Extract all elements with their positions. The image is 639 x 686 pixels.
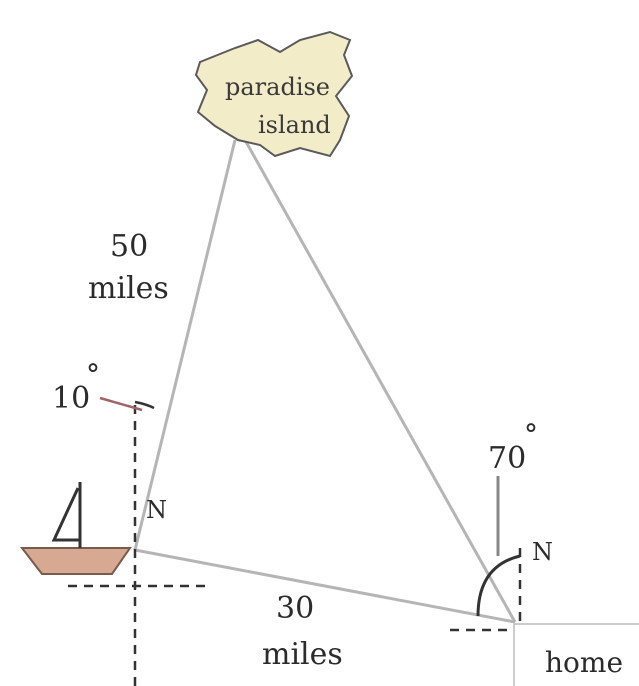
boat-bearing-degree-symbol: °: [86, 358, 100, 391]
distance-50-value: 50: [110, 229, 148, 264]
route-boat-to-home: [134, 548, 516, 624]
boat-bearing-arc: [134, 400, 155, 410]
home-north-label: N: [532, 538, 553, 566]
boat-sail: [51, 487, 80, 542]
distance-50-unit: miles: [88, 271, 169, 306]
paradise-island: paradise island: [194, 30, 354, 158]
route-island-to-home: [243, 139, 517, 623]
home-bearing-value: 70: [488, 441, 526, 476]
island-label-line2: island: [258, 111, 331, 139]
island-shape: [194, 30, 354, 158]
boat: [19, 482, 132, 575]
distance-30-unit: miles: [262, 637, 343, 672]
home-label: home: [545, 646, 623, 679]
route-boat-to-island: [133, 139, 237, 551]
distance-30-value: 30: [276, 591, 314, 626]
boat-hull: [19, 547, 132, 575]
boat-north-label: N: [146, 496, 167, 524]
home-bearing-arc: [476, 554, 521, 617]
boat-bearing-leader: [99, 396, 143, 412]
home-bearing-degree-symbol: °: [524, 418, 538, 451]
boat-bearing-value: 10: [52, 381, 90, 416]
island-label-line1: paradise: [225, 73, 330, 101]
home-label-box: [513, 623, 639, 686]
